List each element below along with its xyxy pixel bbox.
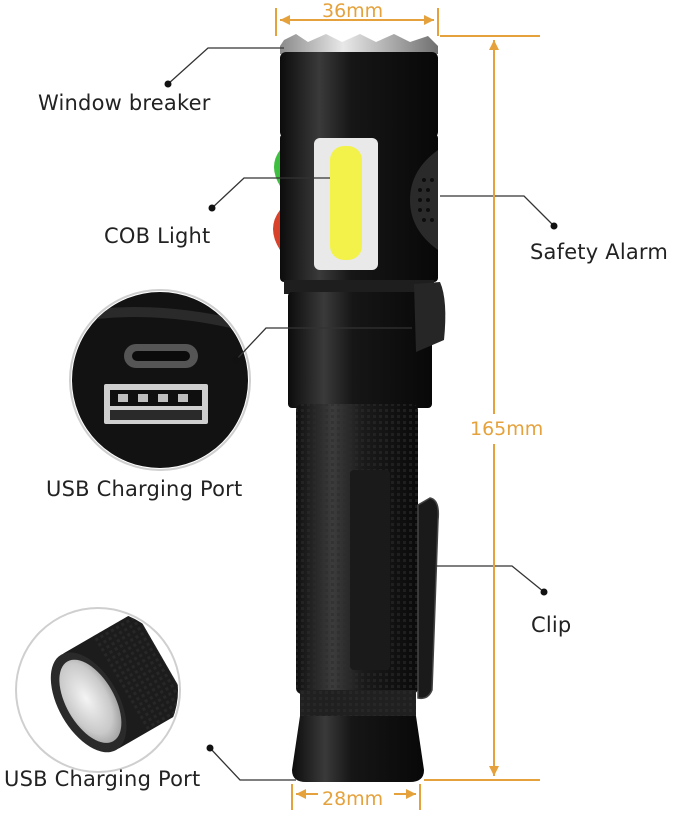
tail-width-label: 28mm [322,788,384,810]
tail-cap-inset [15,607,181,773]
callout-lines [167,47,555,781]
cob-light-label: COB Light [104,224,211,248]
usb-charging-port-label-top: USB Charging Port [46,477,243,501]
collar-ring [284,280,434,294]
clip-leader [436,565,545,593]
length-label: 165mm [470,418,544,440]
red-button [273,210,280,250]
tail-leader [209,747,296,781]
head-body [280,52,438,138]
charging-sleeve [288,292,432,408]
length-label-bg [470,414,530,444]
safety-alarm-speaker [410,150,438,250]
safety-alarm-leader [440,195,555,227]
window-breaker-label: Window breaker [38,91,211,115]
cob-light-strip [330,146,362,260]
clip [417,497,440,700]
usb-port-inset [69,289,251,471]
usb-port-leader [235,327,412,361]
dimension-lines [275,8,540,810]
grip-panel [350,470,390,670]
clip-label: Clip [531,613,572,637]
window-breaker-bezel [280,34,438,54]
green-button [274,150,280,186]
tail-cap [292,716,424,782]
window-breaker-leader [167,47,284,85]
safety-alarm-label: Safety Alarm [530,240,669,264]
head-width-label: 36mm [322,0,384,22]
callout-dots [164,80,558,752]
tail-width-label-bg [318,784,394,810]
usb-charging-port-label-bottom: USB Charging Port [4,767,201,791]
cob-light-leader [211,177,330,209]
sleeve-tab [414,282,446,352]
